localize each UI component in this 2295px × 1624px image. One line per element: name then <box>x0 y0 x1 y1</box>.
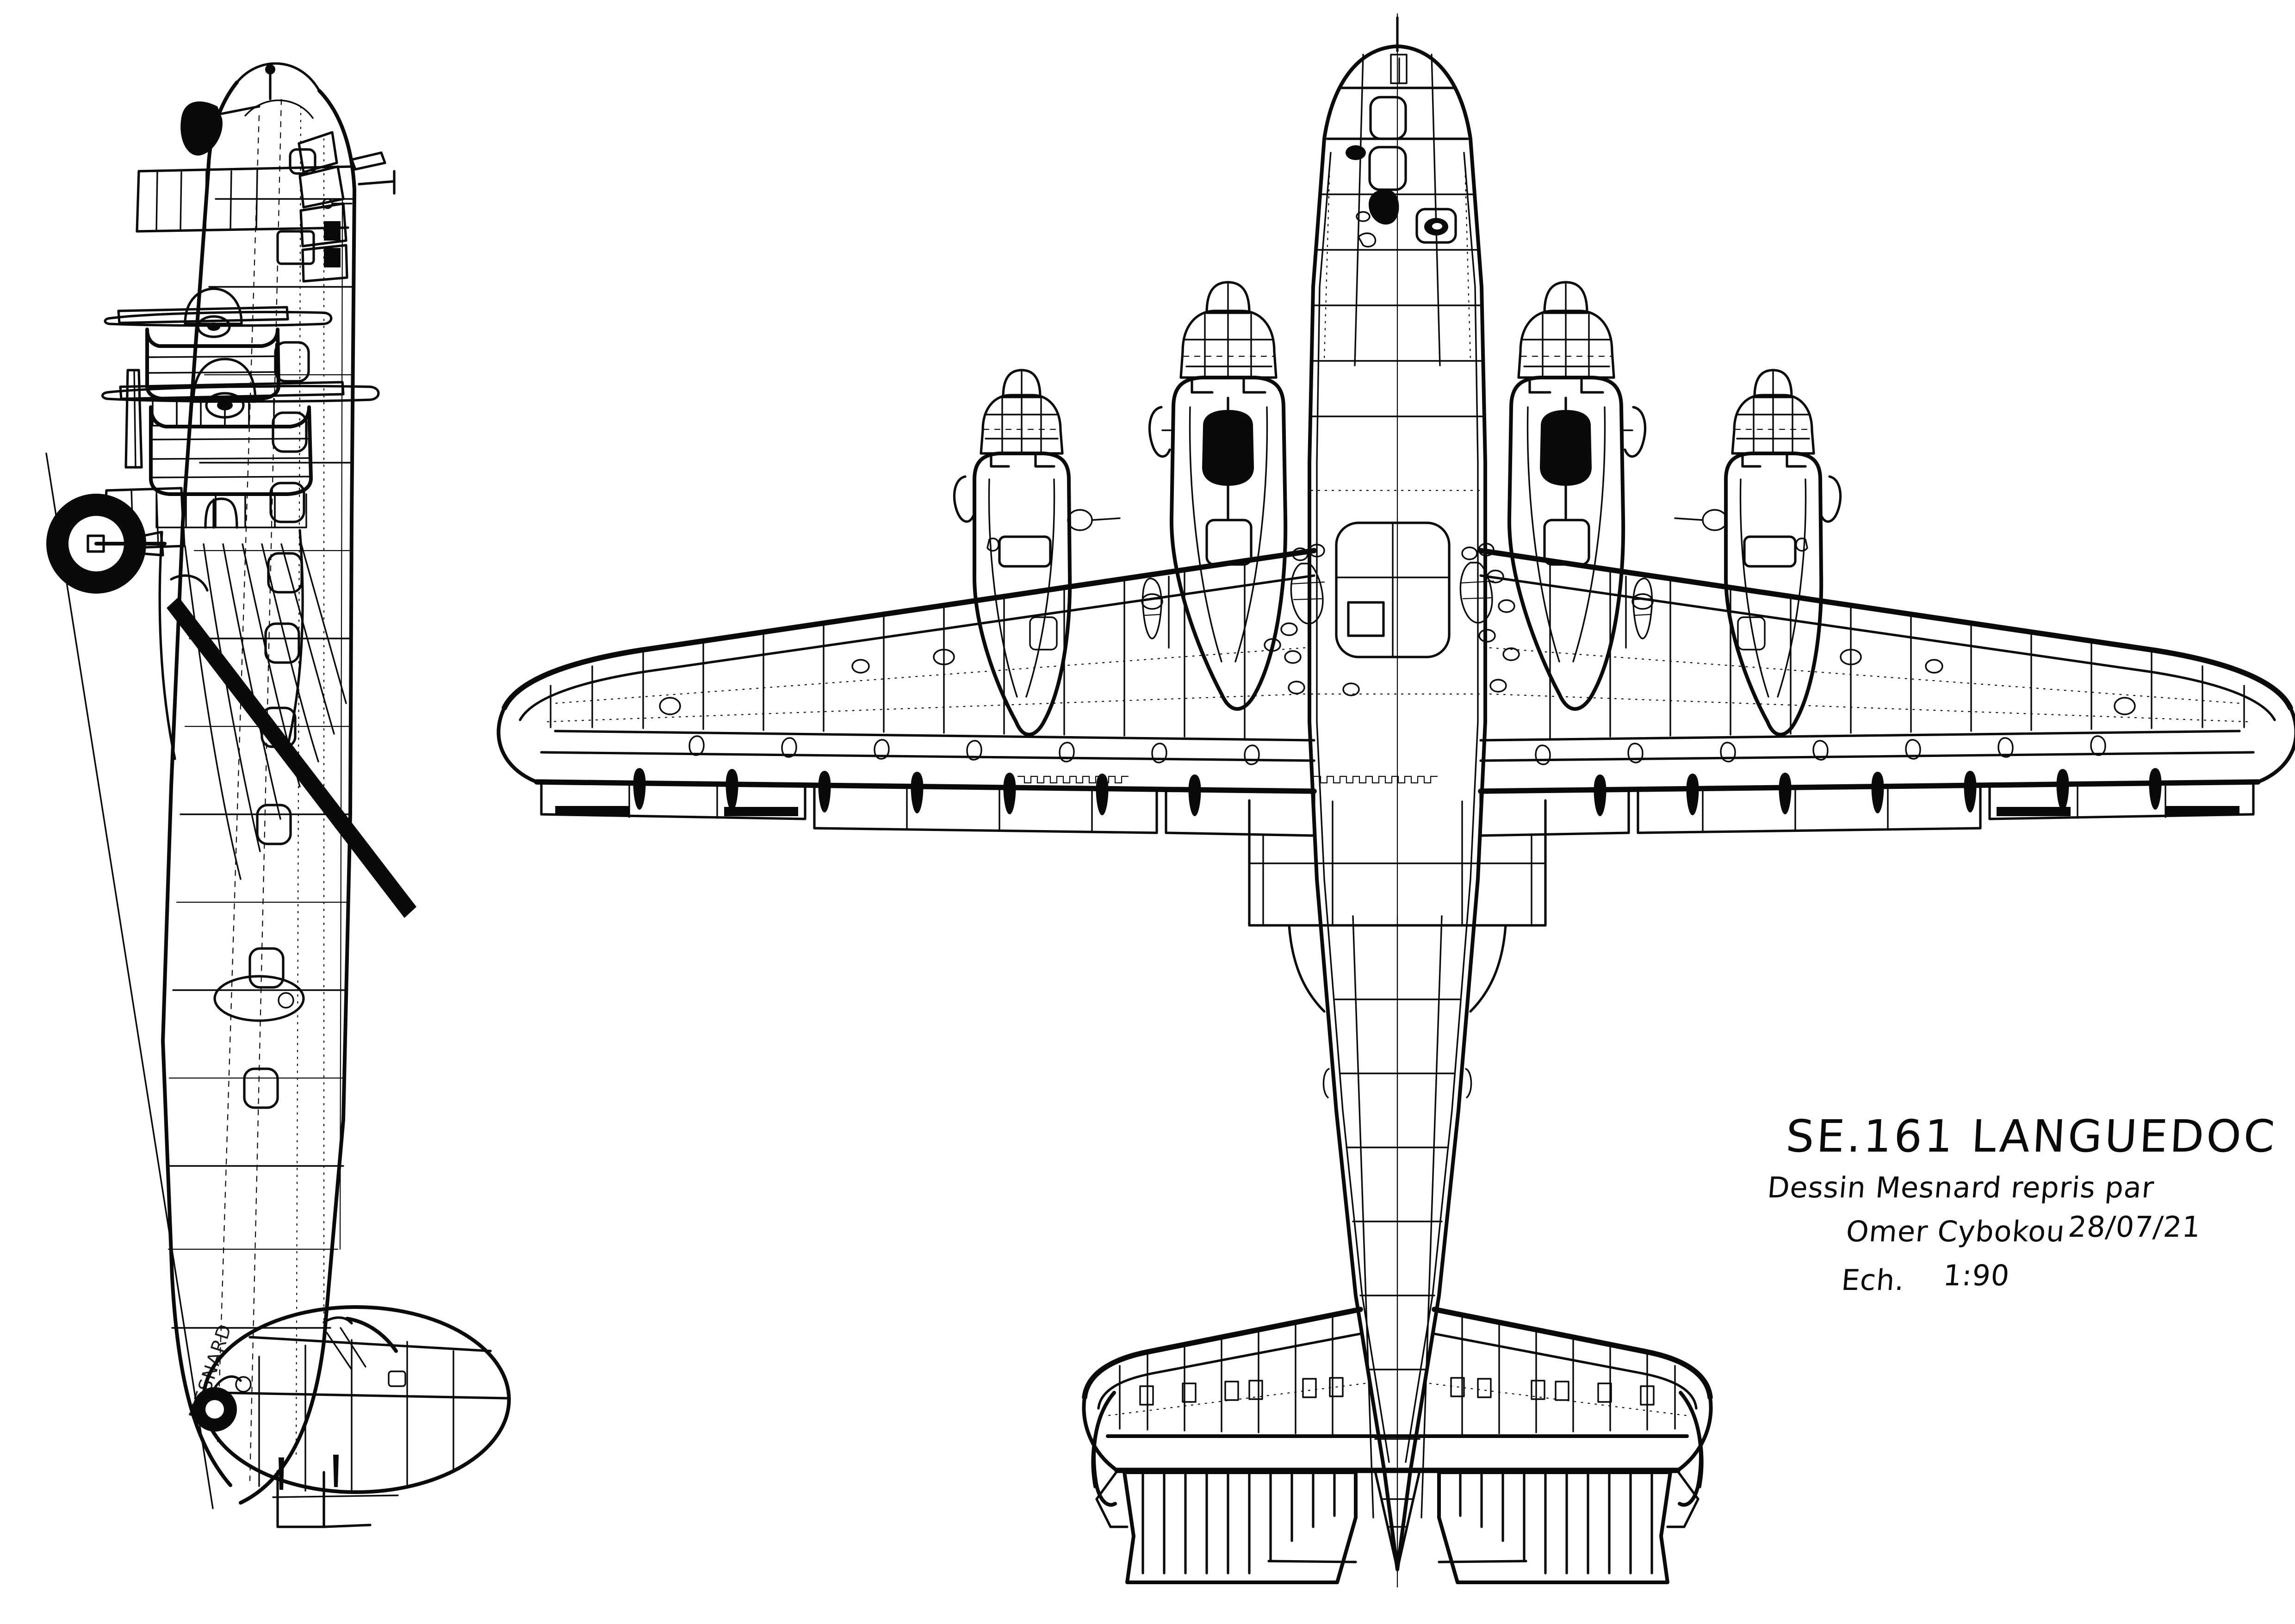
title-credit-line-2: Omer Cybokou <box>1844 1215 2066 1248</box>
right-wing <box>1313 548 2295 837</box>
title-scale-label: Ech. <box>1840 1263 1906 1297</box>
left-flap <box>813 786 1315 837</box>
left-hinge-fairings <box>633 735 1260 816</box>
plan-fuselage <box>1308 44 1487 1571</box>
plan-view <box>496 13 2295 1588</box>
main-access-hatch <box>1335 521 1451 658</box>
wing-structure-lines <box>184 541 347 880</box>
nacelle-inner-right <box>1507 281 1647 711</box>
right-flap <box>1479 786 1982 837</box>
nacelle-inner-left <box>1148 281 1288 711</box>
title-scale-value: 1:90 <box>1941 1258 2011 1292</box>
title-aircraft-designation: SE.161 LANGUEDOC <box>1785 1110 2278 1162</box>
twin-vertical-fins <box>1091 1391 1704 1507</box>
vertical-fin <box>202 1305 511 1528</box>
inboard-engine-nacelle <box>149 358 313 760</box>
ground-reference-line <box>45 452 214 1509</box>
cabin-door <box>276 198 353 267</box>
horizontal-stabilizer <box>117 306 345 400</box>
fuselage-panel-lines <box>167 99 355 1481</box>
nacelle-outer-right <box>1674 369 1842 737</box>
exhaust-outlet <box>1540 410 1592 486</box>
cockpit-windows <box>289 131 396 283</box>
fuselage-hatches <box>1264 415 1520 696</box>
title-date: 28/07/21 <box>2066 1210 2202 1244</box>
elevator-hinges <box>1139 1377 1655 1406</box>
side-view <box>45 62 511 1528</box>
tailwheel <box>192 1375 252 1432</box>
nacelle-outer-left <box>953 369 1121 737</box>
right-aileron <box>1988 781 2255 820</box>
cabin-windows <box>243 341 310 1109</box>
service-hatch <box>213 975 305 1022</box>
right-hinge-fairings <box>1535 735 2162 816</box>
tail-cone-tip <box>1374 1470 1421 1571</box>
left-wing <box>496 548 1317 837</box>
nose-section <box>1312 16 1482 366</box>
exhaust-outlet <box>1202 410 1254 486</box>
left-aileron <box>540 781 806 820</box>
dorsal-antenna-mast <box>180 64 275 156</box>
tail-cone-panels <box>1322 915 1472 1546</box>
cowl-flaps <box>155 493 307 529</box>
title-credit-line-1: Dessin Mesnard repris par <box>1766 1171 2156 1204</box>
elevators <box>1095 1470 1700 1584</box>
